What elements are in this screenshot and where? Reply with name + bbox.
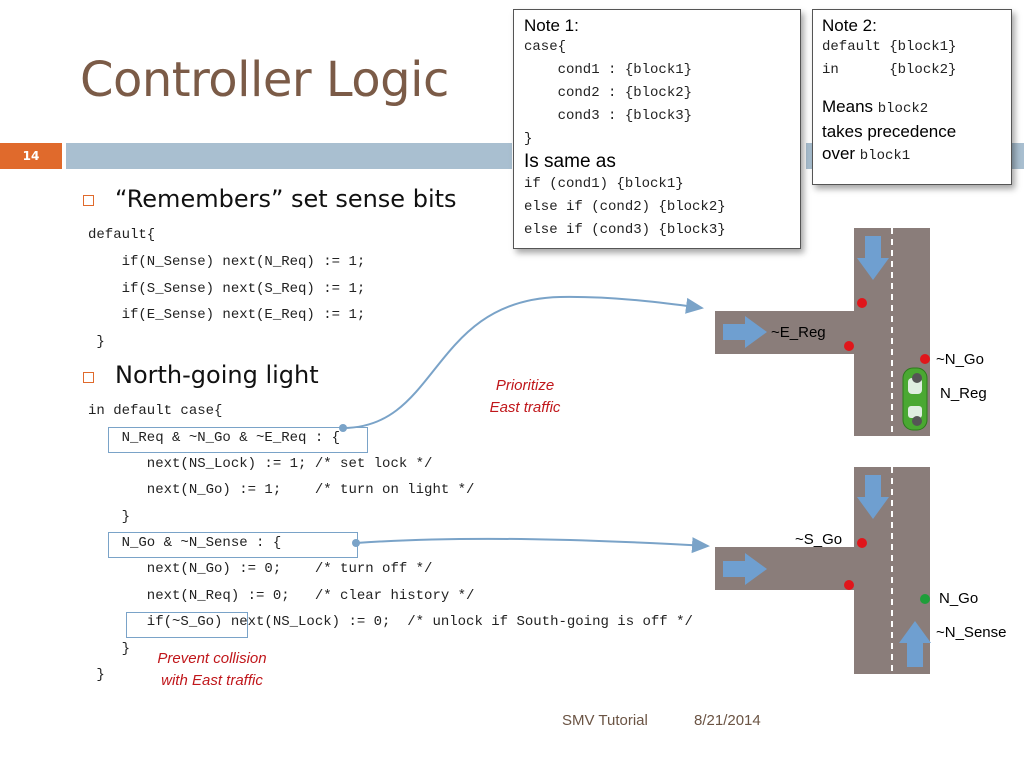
code-line: if(E_Sense) next(E_Req) := 1; bbox=[88, 307, 366, 323]
east-arrow-icon bbox=[723, 553, 767, 585]
note-2-box: Note 2: default {block1} in {block2} Mea… bbox=[812, 9, 1012, 185]
code-line: } bbox=[88, 667, 105, 683]
footer-date: 8/21/2014 bbox=[694, 712, 761, 729]
intersection-diagram-bottom bbox=[715, 467, 931, 674]
highlight-n-req-condition bbox=[108, 427, 368, 453]
note-2-over-block: block1 bbox=[859, 148, 911, 164]
code-line: next(N_Go) := 1; /* turn on light */ bbox=[88, 482, 475, 498]
note-1-code-line: cond1 : {block1} bbox=[524, 62, 693, 78]
code-line: next(N_Go) := 0; /* turn off */ bbox=[88, 561, 433, 577]
note-1-code-line: case{ bbox=[524, 39, 567, 55]
prevent-line: with East traffic bbox=[161, 672, 263, 689]
note-2-code-line: default {block1} bbox=[822, 39, 957, 55]
note-1-same-as: Is same as bbox=[524, 151, 616, 172]
note-1-code-line: else if (cond2) {block2} bbox=[524, 199, 726, 215]
note-1-code-line: cond3 : {block3} bbox=[524, 108, 693, 124]
code-line: if(~S_Go) next(NS_Lock) := 0; /* unlock … bbox=[88, 614, 693, 630]
code-line: } bbox=[88, 641, 131, 657]
note-2-means-block: block2 bbox=[877, 101, 929, 117]
traffic-light-green-icon bbox=[920, 594, 930, 604]
note-1-code-line: } bbox=[524, 131, 533, 147]
connector-curve-top bbox=[342, 295, 704, 429]
note-1-box: Note 1: case{ cond1 : {block1} cond2 : {… bbox=[513, 9, 801, 249]
bullet-marker bbox=[83, 372, 94, 383]
car-icon bbox=[902, 367, 928, 431]
header-band-left bbox=[66, 143, 512, 169]
connector-dot-bottom bbox=[352, 539, 360, 547]
note-2-over-prefix: over bbox=[822, 144, 860, 163]
traffic-light-red-icon bbox=[920, 354, 930, 364]
prioritize-line: Prioritize bbox=[495, 377, 555, 394]
note-2-means-prefix: Means bbox=[822, 97, 878, 116]
north-arrow-icon bbox=[899, 621, 931, 667]
connector-curve-bottom bbox=[355, 537, 710, 554]
n-go-label: ~N_Go bbox=[936, 351, 984, 368]
note-2-code-line: in {block2} bbox=[822, 62, 957, 78]
traffic-light-red-icon bbox=[844, 580, 854, 590]
note-1-code-line: if (cond1) {block1} bbox=[524, 176, 684, 192]
bullet-text: “Remembers” set sense bits bbox=[115, 185, 457, 213]
slide-title: Controller Logic bbox=[80, 52, 449, 108]
note-1-code-line: else if (cond3) {block3} bbox=[524, 222, 726, 238]
south-arrow-icon bbox=[857, 236, 889, 280]
code-line: default{ bbox=[88, 227, 156, 243]
code-line: if(S_Sense) next(S_Req) := 1; bbox=[88, 281, 366, 297]
code-line: N_Go & ~N_Sense : { bbox=[88, 535, 282, 551]
east-arrow-icon bbox=[723, 316, 767, 348]
slide-number-box bbox=[0, 143, 62, 169]
code-line: next(NS_Lock) := 1; /* set lock */ bbox=[88, 456, 433, 472]
bullet-marker bbox=[83, 195, 94, 206]
south-arrow-icon bbox=[857, 475, 889, 519]
footer-title: SMV Tutorial bbox=[562, 712, 648, 729]
traffic-light-red-icon bbox=[844, 341, 854, 351]
n-sense-label: ~N_Sense bbox=[936, 624, 1007, 641]
code-line: in default case{ bbox=[88, 403, 223, 419]
prevent-collision-annotation: Prevent collision with East traffic bbox=[142, 648, 282, 692]
n-go-label: N_Go bbox=[939, 590, 979, 607]
code-line: } bbox=[88, 334, 105, 350]
prioritize-annotation: Prioritize East traffic bbox=[470, 375, 580, 419]
prioritize-line: East traffic bbox=[489, 399, 561, 416]
note-1-code-line: cond2 : {block2} bbox=[524, 85, 693, 101]
note-1-heading: Note 1: bbox=[524, 16, 579, 35]
s-go-label: ~S_Go bbox=[795, 531, 843, 548]
traffic-light-red-icon bbox=[857, 538, 867, 548]
note-2-over-line: over block1 bbox=[822, 143, 1011, 168]
code-line: next(N_Req) := 0; /* clear history */ bbox=[88, 588, 475, 604]
slide-number: 14 bbox=[22, 149, 40, 163]
bullet-text: North-going light bbox=[115, 361, 319, 389]
traffic-light-red-icon bbox=[857, 298, 867, 308]
note-2-heading: Note 2: bbox=[822, 16, 877, 35]
connector-dot-top bbox=[339, 424, 347, 432]
intersection-diagram-top bbox=[715, 228, 930, 436]
prevent-line: Prevent collision bbox=[157, 650, 267, 667]
code-line: if(N_Sense) next(N_Req) := 1; bbox=[88, 254, 366, 270]
code-line: N_Req & ~N_Go & ~E_Req : { bbox=[88, 430, 341, 446]
note-2-means-line: Means block2 bbox=[822, 96, 1011, 121]
highlight-s-go-condition bbox=[126, 612, 248, 638]
n-req-label: N_Reg bbox=[940, 385, 987, 402]
note-2-takes-line: takes precedence bbox=[822, 122, 957, 141]
code-line: } bbox=[88, 509, 131, 525]
e-req-label: ~E_Reg bbox=[771, 324, 826, 341]
